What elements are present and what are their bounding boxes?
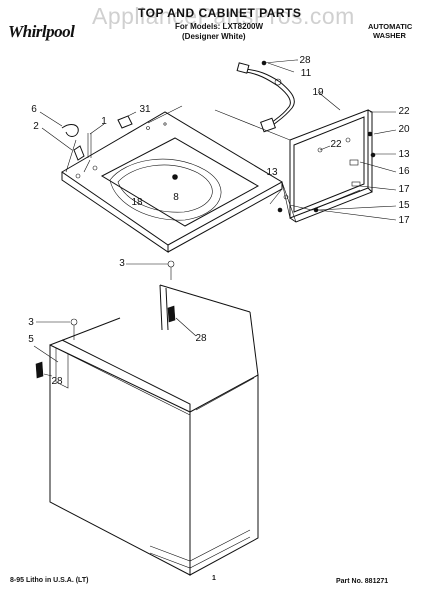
callout-17-upper: 17: [398, 184, 410, 195]
callout-16: 16: [398, 166, 410, 177]
callout-2: 2: [33, 121, 39, 132]
callout-19: 19: [312, 87, 324, 98]
callout-13-right: 13: [398, 149, 410, 160]
callout-11: 11: [300, 68, 312, 79]
callout-1: 1: [101, 116, 107, 127]
callout-18: 18: [131, 197, 143, 208]
diagram-title: TOP AND CABINET PARTS: [138, 6, 302, 20]
leader-lines-top: [267, 59, 397, 221]
category-line-1: AUTOMATIC: [368, 22, 413, 31]
callout-20: 20: [398, 124, 410, 135]
callout-31: 31: [139, 104, 151, 115]
callout-28-cabinet: 28: [195, 333, 207, 344]
footer-part-number: Part No. 881271: [336, 578, 389, 585]
callout-13-left: 13: [266, 167, 278, 178]
console-panel: [277, 109, 376, 223]
callout-15: 15: [398, 200, 410, 211]
callout-22-panel: 22: [330, 139, 342, 150]
callout-22-right: 22: [398, 106, 410, 117]
callout-6: 6: [31, 104, 37, 115]
callout-3-upper: 3: [119, 258, 125, 269]
category-line-2: WASHER: [373, 31, 406, 40]
footer-page-number: 1: [212, 575, 216, 582]
left-hinge-parts: [39, 111, 137, 173]
wire-harness: [236, 59, 297, 133]
callout-3-lower: 3: [28, 317, 34, 328]
callout-28-harness: 28: [299, 55, 311, 66]
washer-top: [61, 105, 284, 253]
callout-5: 5: [28, 334, 34, 345]
model-line: For Models: LXT8200W: [175, 22, 264, 31]
watermark: AppliancePartsPros.com: [92, 3, 355, 29]
footer-litho: 8-95 Litho in U.S.A. (LT): [10, 577, 89, 584]
callout-17-lower: 17: [398, 215, 410, 226]
callout-8: 8: [173, 192, 179, 203]
brand-logo: Whirlpool: [8, 22, 75, 41]
washer-cabinet: [33, 260, 259, 576]
color-line: (Designer White): [182, 32, 246, 41]
callout-28-front: 28: [51, 376, 63, 387]
